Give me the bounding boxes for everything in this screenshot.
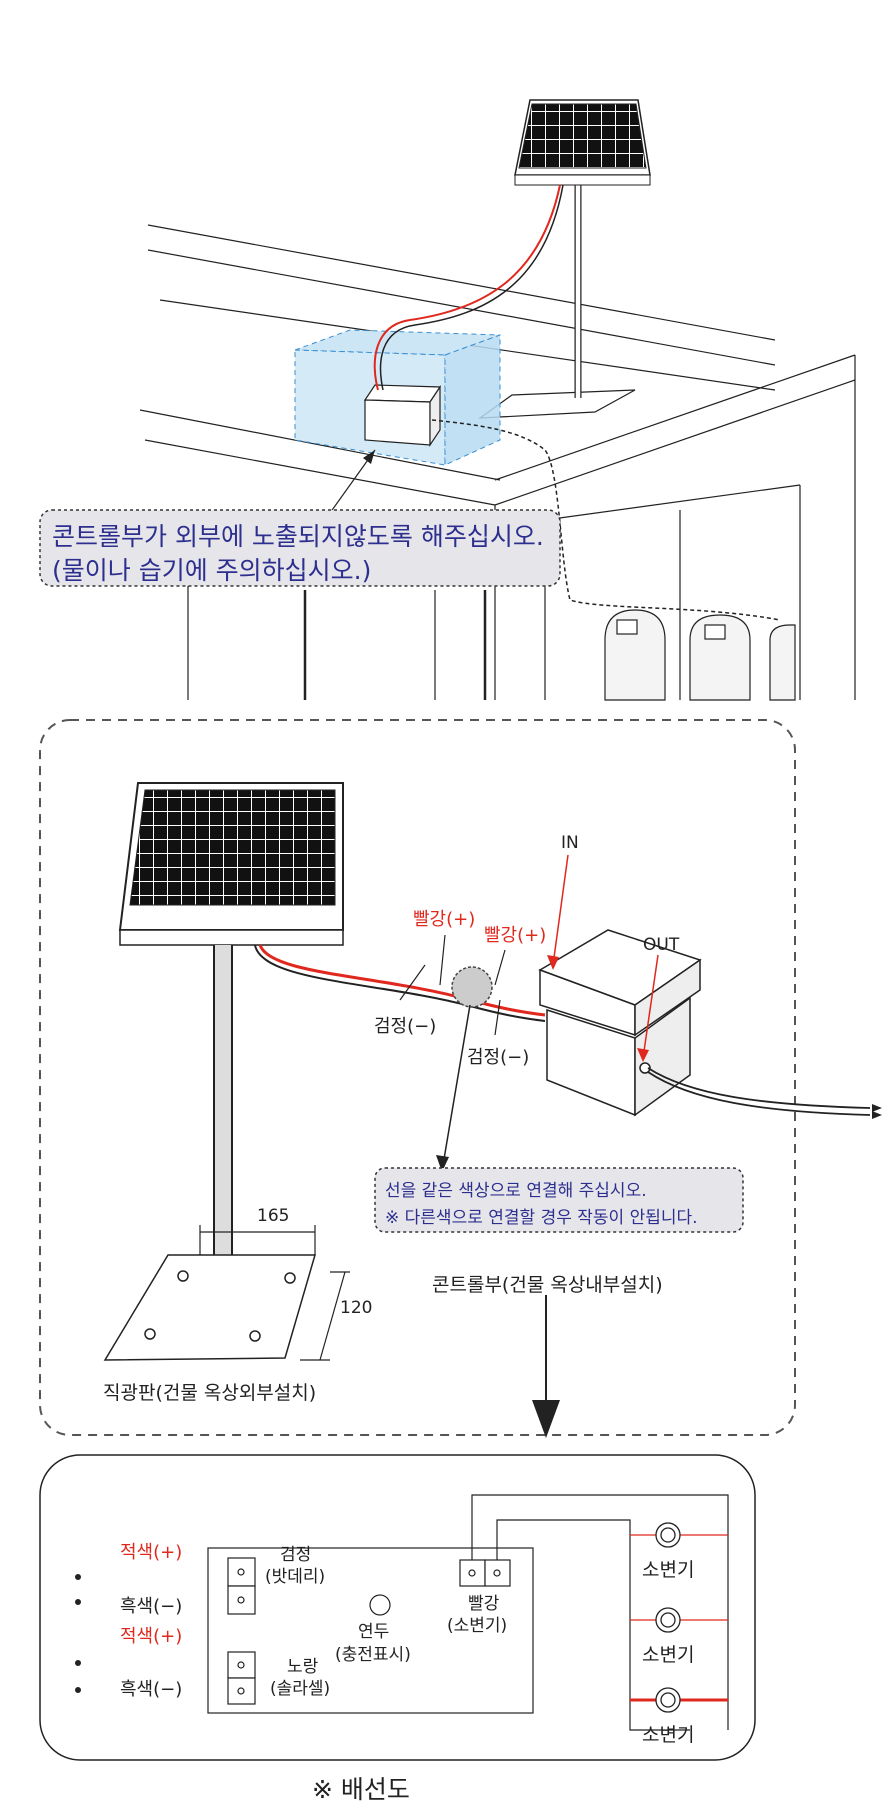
detail-output-wire bbox=[647, 1071, 871, 1116]
solar-label: 노랑 bbox=[287, 1657, 319, 1677]
building-wall bbox=[544, 484, 801, 521]
detail-solar-panel bbox=[118, 782, 344, 946]
out-port bbox=[639, 1062, 651, 1074]
in-arrowhead bbox=[547, 955, 559, 970]
urinal-wiring bbox=[471, 1494, 729, 1731]
detail-black-wire bbox=[254, 944, 546, 1022]
detail-callout-box bbox=[374, 1167, 744, 1233]
out-label: OUT bbox=[643, 935, 680, 955]
charge-sub-label: (충전표시) bbox=[335, 1645, 411, 1665]
detail-output-wire bbox=[647, 1067, 871, 1109]
rooftop-callout-line2: (물이나 습기에 주의하십시오.) bbox=[52, 556, 372, 585]
battery-sub-label: (밧데리) bbox=[265, 1567, 326, 1587]
solar-sub-label: (솔라셀) bbox=[270, 1679, 331, 1699]
detail-controller-box bbox=[538, 929, 702, 1117]
detail-callout-line1: 선을 같은 색상으로 연결해 주십시오. bbox=[385, 1181, 647, 1201]
roof-parapet bbox=[494, 354, 856, 481]
rooftop-red-wire bbox=[373, 184, 561, 391]
in-label: IN bbox=[561, 833, 579, 853]
battery-terminal bbox=[227, 1557, 256, 1615]
roof-parapet bbox=[494, 379, 856, 506]
output-arrowhead bbox=[872, 1111, 882, 1119]
in-arrow bbox=[552, 854, 569, 966]
battery-label: 검정 bbox=[280, 1545, 312, 1565]
urinal-label-3: 소변기 bbox=[642, 1724, 695, 1746]
detail-callout-line2: ※ 다른색으로 연결할 경우 작동이 안됩니다. bbox=[385, 1208, 698, 1228]
rooftop-callout-line1: 콘트롤부가 외부에 노출되지않도록 해주십시오. bbox=[52, 522, 544, 551]
roof-edge-line bbox=[147, 224, 776, 341]
urinal-node bbox=[655, 1522, 681, 1548]
callout-pointer-2 bbox=[442, 1004, 471, 1166]
wiring-diagram-title: ※ 배선도 bbox=[312, 1775, 410, 1804]
detail-red-wire bbox=[258, 944, 546, 1017]
wiring-red-plus-1: 적색(+) bbox=[120, 1542, 183, 1563]
wiring-red-plus-2: 적색(+) bbox=[120, 1626, 183, 1647]
urinal-label-2: 소변기 bbox=[642, 1644, 695, 1666]
callout-arrowhead bbox=[363, 450, 375, 464]
wire-leader-lines bbox=[399, 934, 506, 1036]
out-arrow bbox=[642, 954, 659, 1059]
panel-caption: 직광판(건물 옥상외부설치) bbox=[103, 1382, 317, 1404]
solar-terminal bbox=[227, 1651, 256, 1705]
callout-arrowhead-2 bbox=[436, 1155, 449, 1172]
black-minus-label-1: 검정(−) bbox=[374, 1016, 437, 1037]
rooftop-black-wire bbox=[379, 184, 564, 391]
wiring-black-minus-2: 흑색(−) bbox=[120, 1679, 183, 1700]
wiring-frame bbox=[39, 1454, 756, 1761]
output-arrowhead bbox=[872, 1104, 882, 1112]
detail-base-plate bbox=[103, 1254, 316, 1361]
charge-led-icon bbox=[369, 1594, 391, 1616]
detail-frame bbox=[39, 719, 796, 1436]
black-minus-label-2: 검정(−) bbox=[467, 1047, 530, 1068]
urinal-terminal-sub-label: (소변기) bbox=[447, 1616, 508, 1636]
urinal-node bbox=[655, 1687, 681, 1713]
rooftop-scene bbox=[139, 180, 856, 700]
roof-edge-line bbox=[139, 409, 501, 481]
dimension-lines bbox=[199, 1225, 350, 1361]
rooftop-controller-box bbox=[363, 384, 442, 447]
urinal-label-1: 소변기 bbox=[642, 1559, 695, 1581]
urinal-node bbox=[655, 1607, 681, 1633]
controller-caption: 콘트롤부(건물 옥상내부설치) bbox=[432, 1274, 663, 1296]
roof-edge-line bbox=[144, 439, 496, 506]
dimension-depth-label: 120 bbox=[340, 1298, 373, 1318]
out-arrowhead bbox=[637, 1048, 649, 1062]
rooftop-solar-panel bbox=[514, 99, 651, 186]
splice-circle bbox=[451, 966, 493, 1008]
red-plus-label-1: 빨강(+) bbox=[413, 909, 476, 930]
red-plus-label-2: 빨강(+) bbox=[484, 925, 547, 946]
charge-label: 연두 bbox=[358, 1622, 390, 1642]
pole-base-plate bbox=[477, 389, 636, 419]
urinal-figure bbox=[689, 614, 751, 701]
urinal-figure bbox=[769, 624, 796, 701]
urinal-terminal-label: 빨강 bbox=[468, 1594, 500, 1614]
dimension-width-label: 165 bbox=[257, 1206, 290, 1226]
terminal-dots bbox=[75, 1574, 81, 1693]
down-arrowhead bbox=[532, 1400, 560, 1438]
urinal-figure bbox=[604, 609, 666, 701]
rooftop-callout-box bbox=[39, 509, 561, 587]
wiring-black-minus-1: 흑색(−) bbox=[120, 1596, 183, 1617]
urinal-terminal bbox=[459, 1559, 511, 1587]
rooftop-output-cable bbox=[431, 419, 781, 621]
